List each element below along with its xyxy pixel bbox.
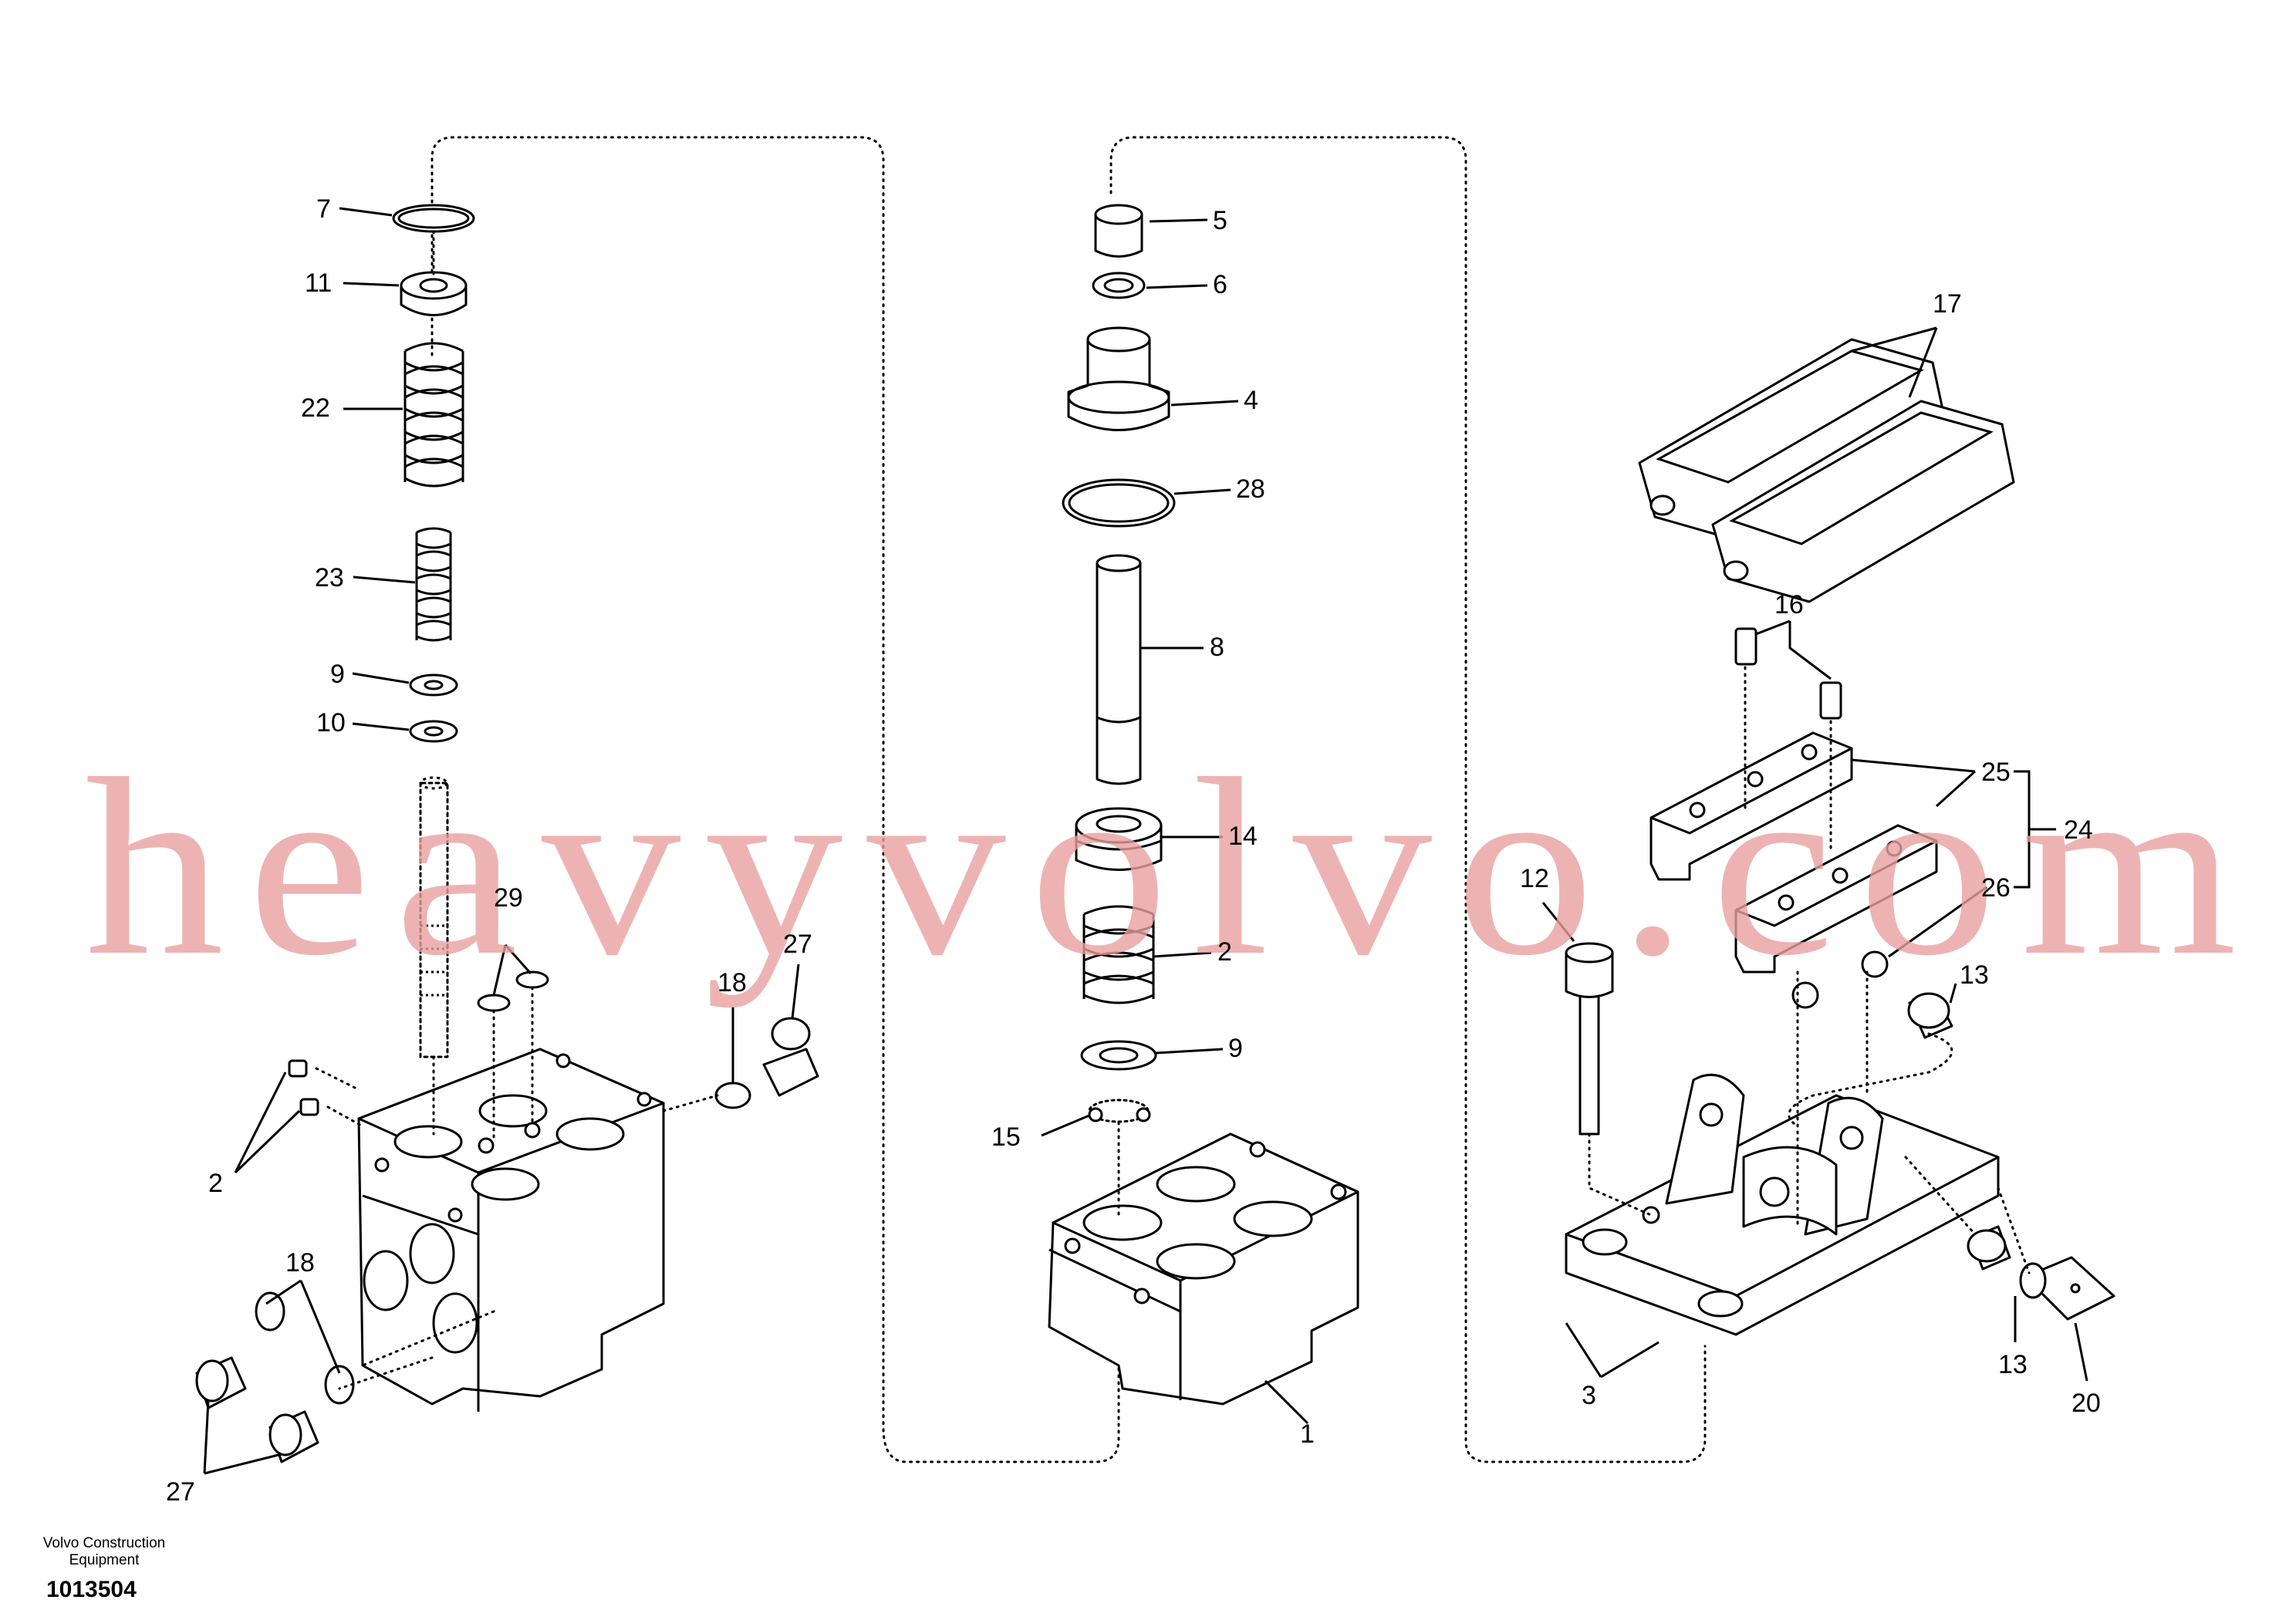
spring-23: [415, 527, 452, 642]
cam-plate-3: [1565, 1073, 2000, 1336]
o-rings-29: [477, 970, 549, 1012]
callout-28: 28: [1236, 474, 1265, 504]
callout-1: 1: [1300, 1419, 1315, 1449]
cover-17: [1638, 338, 2015, 603]
callout-27-bottom: 27: [166, 1477, 195, 1507]
callout-14: 14: [1228, 822, 1258, 851]
callout-10: 10: [316, 708, 346, 737]
plugs-27-bottom: [195, 1291, 355, 1463]
casing-1: [1048, 1132, 1359, 1406]
bolt-12: [1565, 942, 1614, 1136]
callout-5: 5: [1213, 206, 1227, 235]
callout-17: 17: [1933, 289, 1962, 319]
callout-3: 3: [1582, 1381, 1596, 1410]
callout-24: 24: [2064, 815, 2093, 845]
washer-9-center: [1080, 1040, 1157, 1071]
callout-25: 25: [1981, 758, 2011, 787]
balls-26: [1791, 950, 1889, 1009]
callout-20: 20: [2071, 1389, 2101, 1418]
spring-22: [403, 342, 464, 488]
alignment-lines: [315, 230, 2031, 1390]
footer-diagram-id: 1013504: [46, 1577, 137, 1602]
o-ring-7: [392, 204, 475, 233]
leader-lines: [203, 207, 2088, 1475]
plates-25: [1649, 731, 1938, 974]
pin-20: [2019, 1256, 2115, 1321]
bushing-13-top: [1907, 992, 1953, 1039]
plug-27-top: [714, 1017, 819, 1109]
spring-seat-11: [400, 271, 468, 316]
plunger-8: [1096, 554, 1142, 785]
callout-29: 29: [494, 883, 523, 913]
callout-2-left: 2: [208, 1169, 223, 1198]
callout-6: 6: [1213, 270, 1227, 299]
o-ring-28: [1062, 478, 1176, 528]
callout-4: 4: [1244, 386, 1258, 415]
plugs-2-left: [288, 1059, 319, 1116]
washer-10: [409, 720, 458, 743]
group-outline-left: [430, 136, 1120, 1463]
callout-labels: 7 11 22 23 9 10 29 18 27 2 18 27 5 6 4 2…: [166, 194, 2101, 1507]
callout-13-top: 13: [1960, 960, 1989, 990]
bushing-13-bottom: [1967, 1225, 2011, 1271]
seal-6: [1092, 272, 1146, 299]
callout-22: 22: [301, 393, 330, 423]
footer-company: Volvo Construction Equipment: [42, 1535, 166, 1568]
callout-7: 7: [316, 194, 331, 224]
callout-9-center: 9: [1228, 1034, 1243, 1063]
callout-9-left: 9: [330, 660, 345, 689]
plunger-rod: [419, 776, 449, 1058]
callout-18-top: 18: [718, 968, 747, 997]
valve-body: [357, 1048, 665, 1412]
callout-8: 8: [1210, 633, 1224, 662]
pins-16: [1734, 627, 1842, 720]
callout-23: 23: [315, 563, 344, 592]
callout-15: 15: [991, 1122, 1021, 1152]
spring-seat-14: [1075, 807, 1163, 871]
guide-4: [1067, 326, 1170, 431]
group-outline-right: [1109, 136, 1707, 1463]
washer-9: [409, 673, 458, 697]
callout-16: 16: [1774, 590, 1804, 619]
callout-27-top: 27: [783, 930, 812, 959]
callout-12: 12: [1520, 864, 1549, 893]
callout-13-bottom: 13: [1998, 1350, 2028, 1379]
guide-5: [1094, 204, 1143, 258]
callout-26: 26: [1981, 873, 2011, 903]
balls-15: [1088, 1099, 1151, 1123]
callout-18-bottom: 18: [285, 1248, 315, 1277]
watermark-text: heavyvolvo.com: [85, 727, 2261, 1008]
callout-11: 11: [305, 268, 332, 298]
callout-2-center: 2: [1217, 937, 1232, 967]
